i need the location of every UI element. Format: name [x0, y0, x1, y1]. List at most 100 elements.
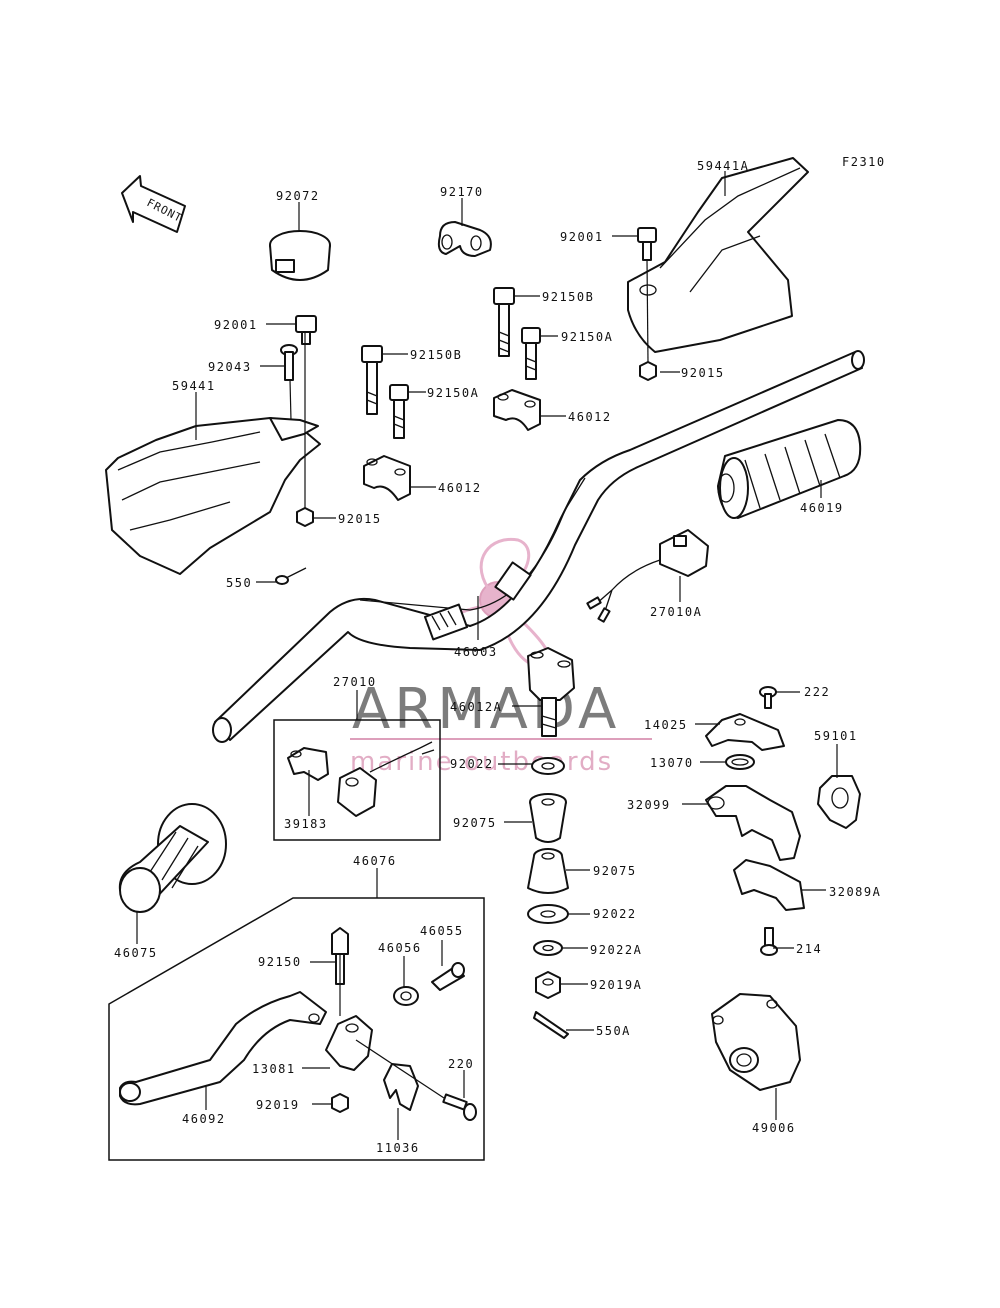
knurl-left — [423, 603, 469, 641]
label-11036: 11036 — [376, 1141, 420, 1155]
label-46019: 46019 — [800, 501, 844, 515]
part-27010-switch — [337, 741, 435, 817]
part-92150B-bolt-b — [361, 345, 383, 415]
part-92043-pin — [280, 344, 298, 381]
part-220-screw — [442, 1093, 477, 1121]
part-92015-nut-upper — [639, 361, 657, 381]
part-214-screw — [760, 927, 778, 956]
label-92015-upper: 92015 — [681, 366, 725, 380]
label-46012-b: 46012 — [438, 481, 482, 495]
part-39183-bracket — [287, 747, 329, 781]
label-92150B-a: 92150B — [542, 290, 594, 304]
part-13070-ring — [725, 754, 755, 770]
part-32089A-housing — [733, 859, 805, 911]
label-92075-b: 92075 — [593, 864, 637, 878]
part-222-screw — [759, 686, 777, 709]
label-46003: 46003 — [454, 645, 498, 659]
label-214: 214 — [796, 942, 822, 956]
part-32099-housing — [705, 785, 801, 861]
part-92150B-bolt-a — [493, 287, 515, 357]
label-32089A: 32089A — [829, 885, 881, 899]
label-92150: 92150 — [258, 955, 302, 969]
watermark-logo: ARMADA marine outboards — [350, 537, 652, 777]
label-92150B-b: 92150B — [410, 348, 462, 362]
part-92022-washer-upper — [531, 757, 565, 775]
label-32099: 32099 — [627, 798, 671, 812]
label-46012-a: 46012 — [568, 410, 612, 424]
part-46092-lever — [119, 991, 327, 1106]
label-46055: 46055 — [420, 924, 464, 938]
part-46056-nut — [393, 986, 419, 1006]
label-92022A: 92022A — [590, 943, 642, 957]
part-92150A-bolt-b — [389, 384, 409, 439]
part-92022-washer-lower — [527, 904, 569, 924]
label-550A: 550A — [596, 1024, 631, 1038]
label-92019A: 92019A — [590, 978, 642, 992]
label-92022-upper: 92022 — [450, 757, 494, 771]
label-14025: 14025 — [644, 718, 688, 732]
part-46012A-holder — [527, 647, 575, 737]
part-46012-holder-b — [363, 455, 411, 501]
part-46055-adjuster — [431, 962, 465, 991]
part-550-cotter-pin — [275, 567, 307, 585]
label-46012A: 46012A — [450, 700, 502, 714]
label-27010: 27010 — [333, 675, 377, 689]
label-13070: 13070 — [650, 756, 694, 770]
handlebar — [212, 350, 865, 743]
label-222: 222 — [804, 685, 830, 699]
label-92019: 92019 — [256, 1098, 300, 1112]
part-46012-holder-a — [493, 389, 541, 431]
part-13081-bracket — [325, 1015, 373, 1071]
label-46076: 46076 — [353, 854, 397, 868]
leader-lines — [136, 171, 838, 1140]
part-550A-cotter-pin — [533, 1011, 569, 1039]
part-59441-handguard — [105, 417, 321, 575]
part-14025-cover — [705, 713, 785, 751]
part-92075-cone-a — [529, 793, 567, 843]
label-59441: 59441 — [172, 379, 216, 393]
front-arrow-icon: FRONT — [121, 175, 186, 233]
label-39183: 39183 — [284, 817, 328, 831]
part-11036-clamp — [383, 1063, 419, 1111]
label-92072: 92072 — [276, 189, 320, 203]
label-49006: 49006 — [752, 1121, 796, 1135]
label-92170: 92170 — [440, 185, 484, 199]
knurl-right — [494, 561, 532, 601]
label-92150A-b: 92150A — [427, 386, 479, 400]
part-46075-grip — [118, 803, 227, 913]
part-92170-clamp — [437, 221, 492, 257]
label-550: 550 — [226, 576, 252, 590]
figure-code: F2310 — [842, 155, 886, 169]
label-46056: 46056 — [378, 941, 422, 955]
label-92001-upper: 92001 — [560, 230, 604, 244]
label-92001-left: 92001 — [214, 318, 258, 332]
part-27010A-switch — [586, 529, 709, 623]
label-13081: 13081 — [252, 1062, 296, 1076]
watermark-sub: marine outboards — [350, 747, 613, 777]
label-46075: 46075 — [114, 946, 158, 960]
part-92075-cone-b — [527, 848, 569, 894]
label-27010A: 27010A — [650, 605, 702, 619]
part-92022A-washer — [533, 940, 563, 956]
box-46076 — [108, 897, 485, 1161]
part-92001-bolt-left — [295, 315, 317, 345]
label-59101: 59101 — [814, 729, 858, 743]
part-labels: 92072 92170 59441A 92001 92150B 92150A 9… — [114, 159, 881, 1155]
label-46092: 46092 — [182, 1112, 226, 1126]
label-59441A: 59441A — [697, 159, 749, 173]
part-92001-bolt-upper — [637, 227, 657, 261]
part-59441A-handguard — [627, 157, 809, 353]
part-92019A-nut — [535, 971, 561, 999]
part-49006-cover — [711, 993, 801, 1091]
part-46019-grip — [717, 419, 862, 519]
label-92043: 92043 — [208, 360, 252, 374]
part-92015-nut-lower — [296, 507, 314, 527]
part-59101 — [817, 775, 861, 829]
label-92015-lower: 92015 — [338, 512, 382, 526]
label-92150A-a: 92150A — [561, 330, 613, 344]
label-92022-lower: 92022 — [593, 907, 637, 921]
part-92150A-bolt-a — [521, 327, 541, 380]
part-92019-nut — [331, 1093, 349, 1113]
label-220: 220 — [448, 1057, 474, 1071]
